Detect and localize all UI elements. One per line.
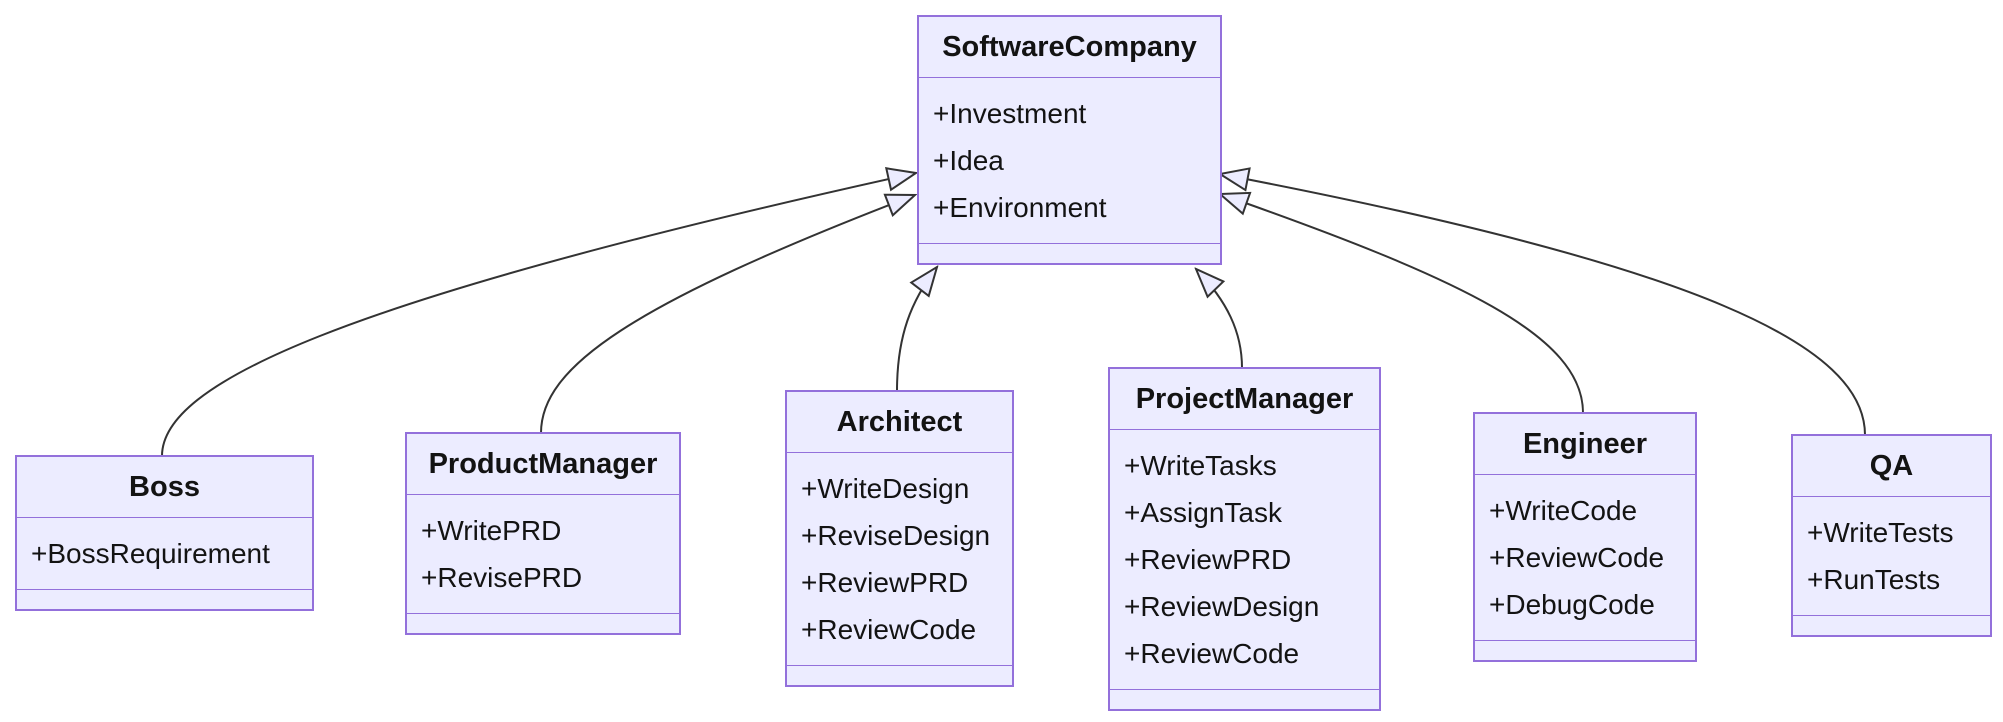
class-methods-empty	[1475, 640, 1695, 660]
class-member: +Idea	[933, 145, 1004, 176]
class-members: +WritePRD +RevisePRD	[407, 495, 679, 613]
class-members: +WriteDesign +ReviseDesign +ReviewPRD +Revi…	[787, 453, 1012, 665]
class-title: Architect	[787, 392, 1012, 453]
class-members: +WriteCode +ReviewCode +DebugCode	[1475, 475, 1695, 640]
class-member: +ReviseDesign	[801, 520, 991, 551]
class-member: +ReviewCode	[1489, 542, 1665, 573]
class-node-projectmanager: ProjectManager +WriteTasks +AssignTask +Re…	[1108, 367, 1381, 711]
class-title: QA	[1793, 436, 1990, 497]
class-methods-empty	[787, 665, 1012, 685]
class-member: +RunTests	[1807, 564, 1941, 595]
class-member: +RevisePRD	[421, 562, 583, 593]
class-member: +WriteDesign	[801, 473, 970, 504]
class-members: +WriteTests +RunTests	[1793, 497, 1990, 615]
class-members: +WriteTasks +AssignTask +ReviewPRD +ReviewD…	[1110, 430, 1379, 689]
class-methods-empty	[919, 243, 1220, 263]
class-member: +Investment	[933, 98, 1087, 129]
class-members: +Investment +Idea +Environment	[919, 78, 1220, 243]
class-methods-empty	[407, 613, 679, 633]
class-title: SoftwareCompany	[919, 17, 1220, 78]
class-node-productmanager: ProductManager +WritePRD +RevisePRD	[405, 432, 681, 635]
class-title: Boss	[17, 457, 312, 518]
class-member: +Environment	[933, 192, 1107, 223]
inheritance-edge-engineer-softwarecompany	[1220, 194, 1584, 414]
inheritance-edge-qa-softwarecompany	[1220, 174, 1866, 436]
class-node-architect: Architect +WriteDesign +ReviseDesign +Revi…	[785, 390, 1014, 687]
class-title: ProjectManager	[1110, 369, 1379, 430]
inheritance-edge-productmanager-softwarecompany	[540, 195, 915, 434]
class-methods-empty	[1110, 689, 1379, 709]
inheritance-edge-projectmanager-softwarecompany	[1196, 269, 1243, 369]
class-member: +ReviewDesign	[1124, 591, 1320, 622]
class-member: +DebugCode	[1489, 589, 1655, 620]
class-node-boss: Boss +BossRequirement	[15, 455, 314, 611]
inheritance-edge-boss-softwarecompany	[161, 173, 916, 457]
class-node-qa: QA +WriteTests +RunTests	[1791, 434, 1992, 637]
inheritance-edge-architect-softwarecompany	[896, 267, 937, 392]
class-member: +WritePRD	[421, 515, 562, 546]
class-member: +WriteTasks	[1124, 450, 1277, 481]
class-node-softwarecompany: SoftwareCompany +Investment +Idea +Environ…	[917, 15, 1222, 265]
class-title: ProductManager	[407, 434, 679, 495]
class-member: +ReviewPRD	[1124, 544, 1292, 575]
class-member: +ReviewCode	[801, 614, 977, 645]
class-member: +AssignTask	[1124, 497, 1282, 528]
class-member: +ReviewCode	[1124, 638, 1300, 669]
class-methods-empty	[1793, 615, 1990, 635]
class-methods-empty	[17, 589, 312, 609]
class-title: Engineer	[1475, 414, 1695, 475]
class-member: +ReviewPRD	[801, 567, 969, 598]
class-members: +BossRequirement	[17, 518, 312, 589]
class-node-engineer: Engineer +WriteCode +ReviewCode +DebugCode	[1473, 412, 1697, 662]
class-member: +WriteTests	[1807, 517, 1954, 548]
class-member: +WriteCode	[1489, 495, 1638, 526]
class-member: +BossRequirement	[31, 538, 270, 569]
